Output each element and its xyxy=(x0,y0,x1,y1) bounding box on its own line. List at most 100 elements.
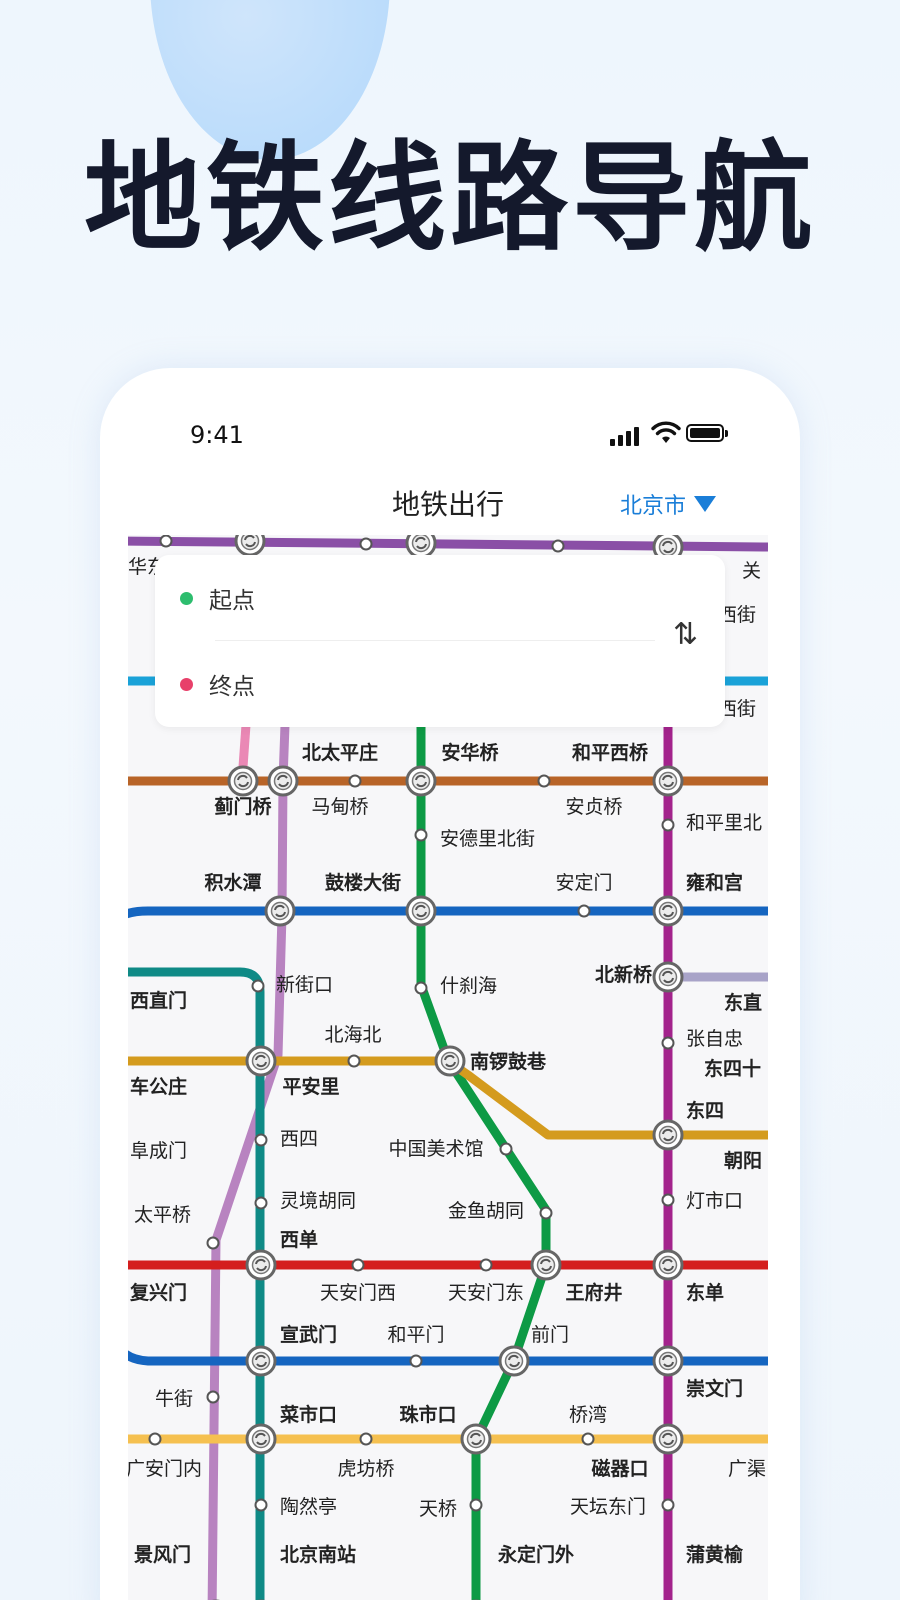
station-label[interactable]: 王府井 xyxy=(565,1281,622,1304)
station-label[interactable]: 安德里北街 xyxy=(440,828,535,850)
station-dot[interactable] xyxy=(499,1142,513,1156)
station-label[interactable]: 朝阳 xyxy=(724,1150,762,1172)
station-dot[interactable] xyxy=(359,537,373,551)
station-dot[interactable] xyxy=(414,828,428,842)
station-label[interactable]: 天坛东门 xyxy=(570,1496,646,1518)
transfer-icon[interactable] xyxy=(234,525,266,557)
station-label[interactable]: 磁器口 xyxy=(591,1457,648,1480)
transfer-icon[interactable] xyxy=(405,895,437,927)
station-label[interactable]: 天安门西 xyxy=(320,1282,396,1304)
station-label[interactable]: 天安门东 xyxy=(448,1282,524,1304)
transfer-icon[interactable] xyxy=(227,765,259,797)
station-label[interactable]: 和平门 xyxy=(387,1324,444,1346)
transfer-icon[interactable] xyxy=(498,1345,530,1377)
transfer-icon[interactable] xyxy=(652,895,684,927)
station-label[interactable]: 珠市口 xyxy=(399,1403,456,1426)
transfer-icon[interactable] xyxy=(652,1345,684,1377)
station-dot[interactable] xyxy=(206,1390,220,1404)
station-dot[interactable] xyxy=(661,1498,675,1512)
station-label[interactable]: 东直 xyxy=(724,991,762,1014)
station-label[interactable]: 复兴门 xyxy=(129,1281,187,1304)
station-label[interactable]: 金鱼胡同 xyxy=(448,1200,524,1222)
station-label[interactable]: 蒲黄榆 xyxy=(686,1543,744,1566)
station-dot[interactable] xyxy=(479,1258,493,1272)
station-label[interactable]: 新街口 xyxy=(276,974,333,996)
swap-icon[interactable]: ⇅ xyxy=(673,617,699,652)
station-label[interactable]: 阜成门 xyxy=(130,1140,187,1162)
station-dot[interactable] xyxy=(661,1193,675,1207)
station-dot[interactable] xyxy=(254,1133,268,1147)
station-label[interactable]: 西街 xyxy=(718,698,756,720)
station-dot[interactable] xyxy=(469,1498,483,1512)
station-label[interactable]: 桥湾 xyxy=(569,1404,607,1426)
transfer-icon[interactable] xyxy=(652,1119,684,1151)
station-dot[interactable] xyxy=(414,981,428,995)
end-input[interactable]: 终点 xyxy=(180,664,255,704)
station-label[interactable]: 西街 xyxy=(718,604,756,626)
station-dot[interactable] xyxy=(351,1258,365,1272)
station-dot[interactable] xyxy=(581,1432,595,1446)
station-label[interactable]: 前门 xyxy=(531,1324,569,1346)
station-label[interactable]: 北新桥 xyxy=(595,963,653,986)
station-dot[interactable] xyxy=(348,774,362,788)
station-label[interactable]: 东单 xyxy=(686,1281,724,1304)
station-label[interactable]: 景风门 xyxy=(134,1543,191,1566)
station-label[interactable]: 西直门 xyxy=(130,989,187,1012)
transfer-icon[interactable] xyxy=(405,527,437,559)
station-label[interactable]: 北京南站 xyxy=(280,1543,356,1566)
transfer-icon[interactable] xyxy=(460,1423,492,1455)
station-label[interactable]: 灵境胡同 xyxy=(280,1190,356,1212)
station-label[interactable]: 什刹海 xyxy=(440,975,497,997)
station-label[interactable]: 灯市口 xyxy=(686,1190,743,1212)
station-label[interactable]: 南锣鼓巷 xyxy=(470,1050,547,1073)
station-label[interactable]: 西单 xyxy=(280,1228,318,1251)
start-input[interactable]: 起点 xyxy=(180,578,255,618)
station-label[interactable]: 关 xyxy=(742,560,761,582)
station-label[interactable]: 天桥 xyxy=(419,1498,457,1520)
station-label[interactable]: 安定门 xyxy=(555,872,612,894)
station-label[interactable]: 虎坊桥 xyxy=(337,1458,394,1480)
station-dot[interactable] xyxy=(409,1354,423,1368)
station-label[interactable]: 积水潭 xyxy=(204,872,261,894)
station-label[interactable]: 牛街 xyxy=(155,1388,193,1410)
station-dot[interactable] xyxy=(148,1432,162,1446)
station-label[interactable]: 崇文门 xyxy=(686,1377,743,1400)
transfer-icon[interactable] xyxy=(652,961,684,993)
station-dot[interactable] xyxy=(206,1236,220,1250)
station-dot[interactable] xyxy=(347,1054,361,1068)
station-label[interactable]: 广安门内 xyxy=(128,1458,202,1480)
station-label[interactable]: 中国美术馆 xyxy=(388,1138,483,1160)
transfer-icon[interactable] xyxy=(652,1249,684,1281)
station-dot[interactable] xyxy=(661,1036,675,1050)
station-dot[interactable] xyxy=(254,1196,268,1210)
station-dot[interactable] xyxy=(577,904,591,918)
station-label[interactable]: 太平桥 xyxy=(134,1204,191,1226)
station-label[interactable]: 北太平庄 xyxy=(302,741,378,764)
transfer-icon[interactable] xyxy=(264,895,296,927)
station-label[interactable]: 马甸桥 xyxy=(311,796,368,818)
station-dot[interactable] xyxy=(539,1206,553,1220)
station-label[interactable]: 北海北 xyxy=(324,1024,381,1046)
transfer-icon[interactable] xyxy=(245,1249,277,1281)
station-dot[interactable] xyxy=(661,818,675,832)
station-label[interactable]: 雍和宫 xyxy=(686,871,743,894)
station-label[interactable]: 和平西桥 xyxy=(572,741,649,764)
transfer-icon[interactable] xyxy=(652,1423,684,1455)
transfer-icon[interactable] xyxy=(530,1249,562,1281)
station-label[interactable]: 永定门外 xyxy=(497,1543,574,1566)
transfer-icon[interactable] xyxy=(245,1045,277,1077)
station-label[interactable]: 广渠 xyxy=(728,1458,766,1480)
station-label[interactable]: 车公庄 xyxy=(130,1075,187,1098)
station-label[interactable]: 鼓楼大街 xyxy=(325,871,401,894)
station-label[interactable]: 安贞桥 xyxy=(565,796,622,818)
station-dot[interactable] xyxy=(359,1432,373,1446)
transfer-icon[interactable] xyxy=(267,765,299,797)
transfer-icon[interactable] xyxy=(245,1423,277,1455)
transfer-icon[interactable] xyxy=(652,765,684,797)
station-label[interactable]: 菜市口 xyxy=(279,1403,337,1426)
station-dot[interactable] xyxy=(251,979,265,993)
station-label[interactable]: 蓟门桥 xyxy=(213,795,272,818)
station-dot[interactable] xyxy=(254,1498,268,1512)
station-label[interactable]: 张自忠 xyxy=(686,1028,743,1050)
station-label[interactable]: 和平里北 xyxy=(686,812,762,834)
